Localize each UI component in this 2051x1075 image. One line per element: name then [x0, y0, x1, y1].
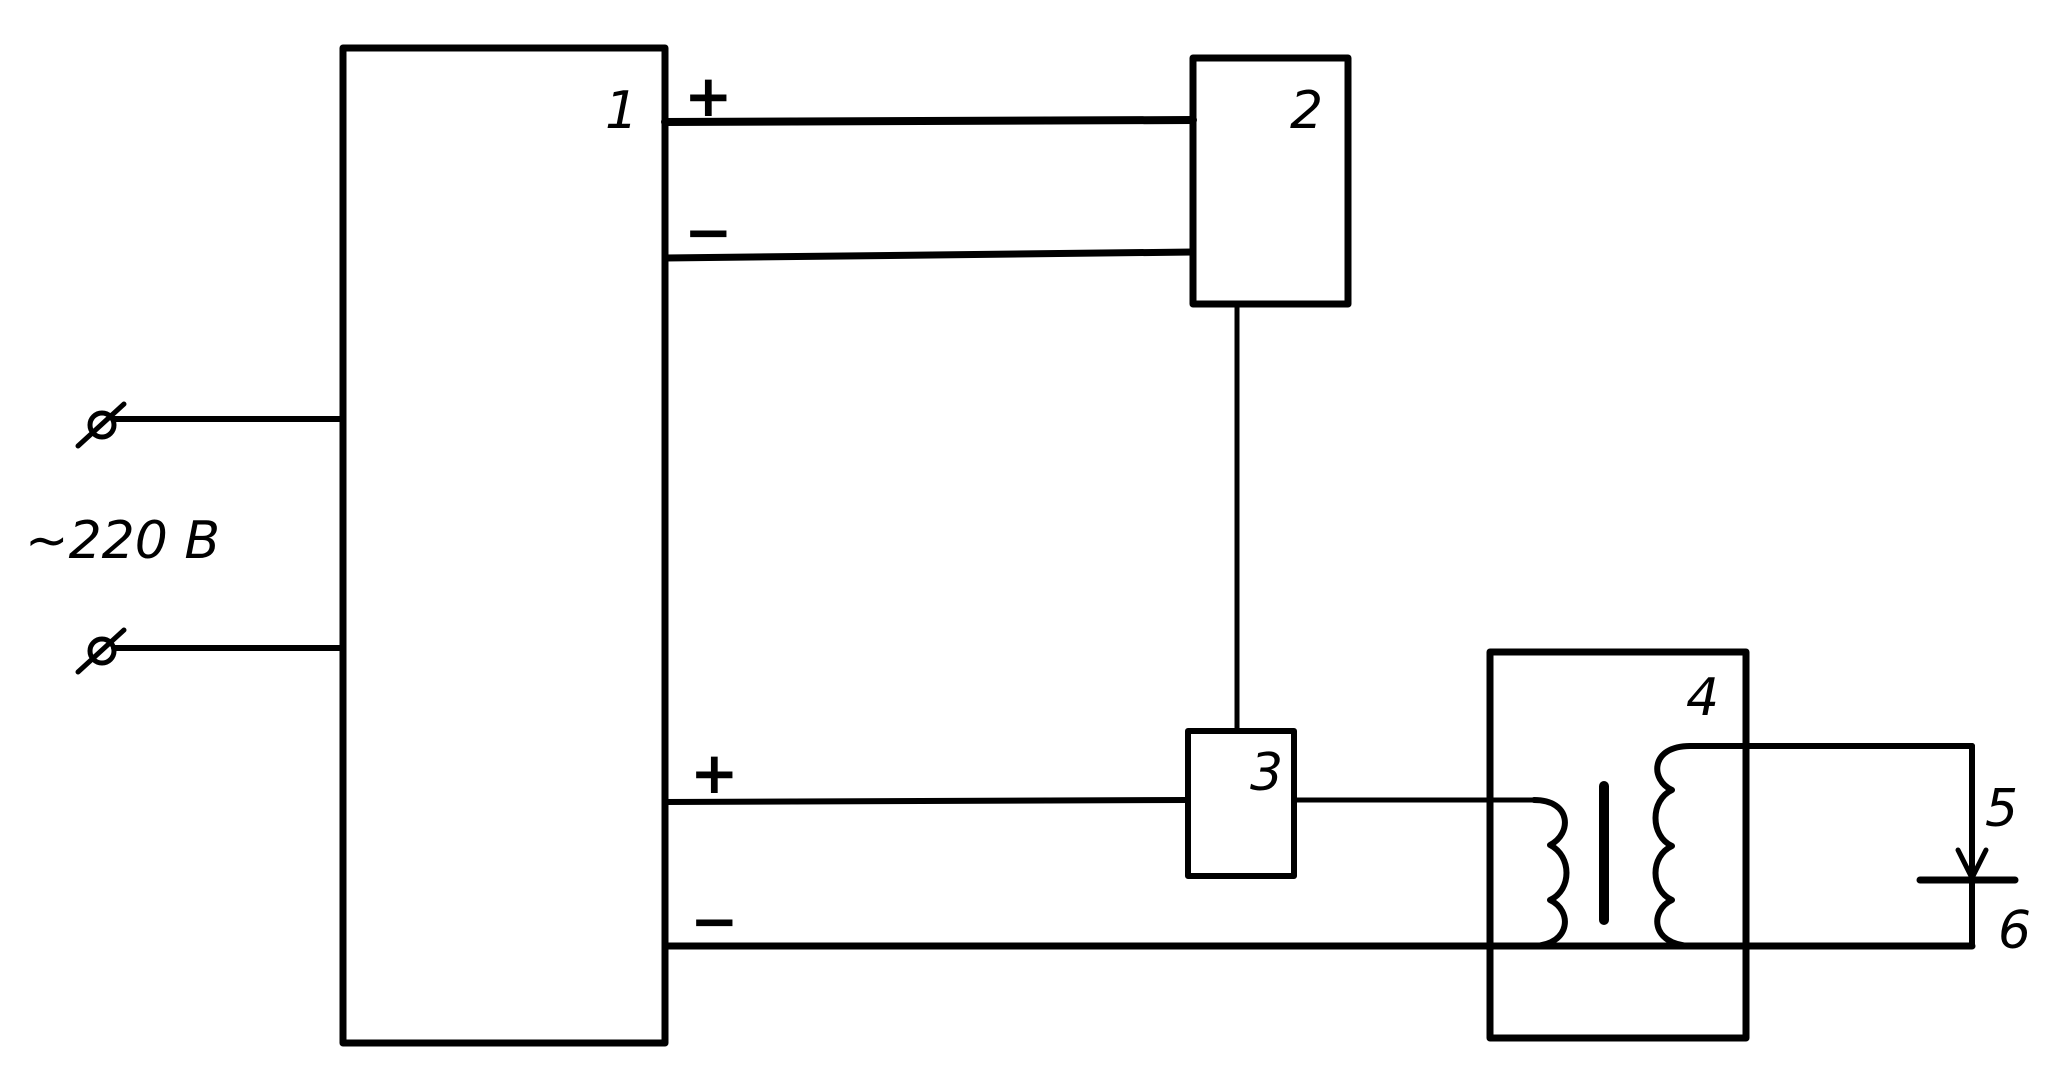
electrode-label-6: 6	[1998, 901, 2031, 961]
terminal-top-slash	[78, 404, 124, 446]
block-2-frame	[1193, 58, 1348, 304]
ac-input: ~220 B	[25, 404, 343, 672]
wire-top-minus	[665, 252, 1193, 258]
wire-top-plus	[665, 120, 1193, 122]
block-1-frame	[343, 48, 665, 1043]
block-1: 1	[343, 48, 665, 1043]
electrode-label-5: 5	[1985, 779, 2018, 839]
block-4-label: 4	[1686, 668, 1719, 728]
supply-voltage-label: ~220 B	[25, 511, 220, 571]
block-4: 4	[1490, 652, 1746, 1038]
bottom-plus-sign: +	[690, 739, 739, 807]
block-3-label: 3	[1250, 743, 1283, 803]
block-3: 3	[1188, 731, 1294, 876]
block-2-label: 2	[1290, 81, 1323, 141]
wire-bottom-plus	[665, 800, 1188, 802]
block-2: 2	[1193, 58, 1348, 304]
secondary-winding	[1656, 746, 1691, 946]
primary-winding	[1534, 800, 1567, 946]
block-1-label: 1	[605, 81, 638, 141]
